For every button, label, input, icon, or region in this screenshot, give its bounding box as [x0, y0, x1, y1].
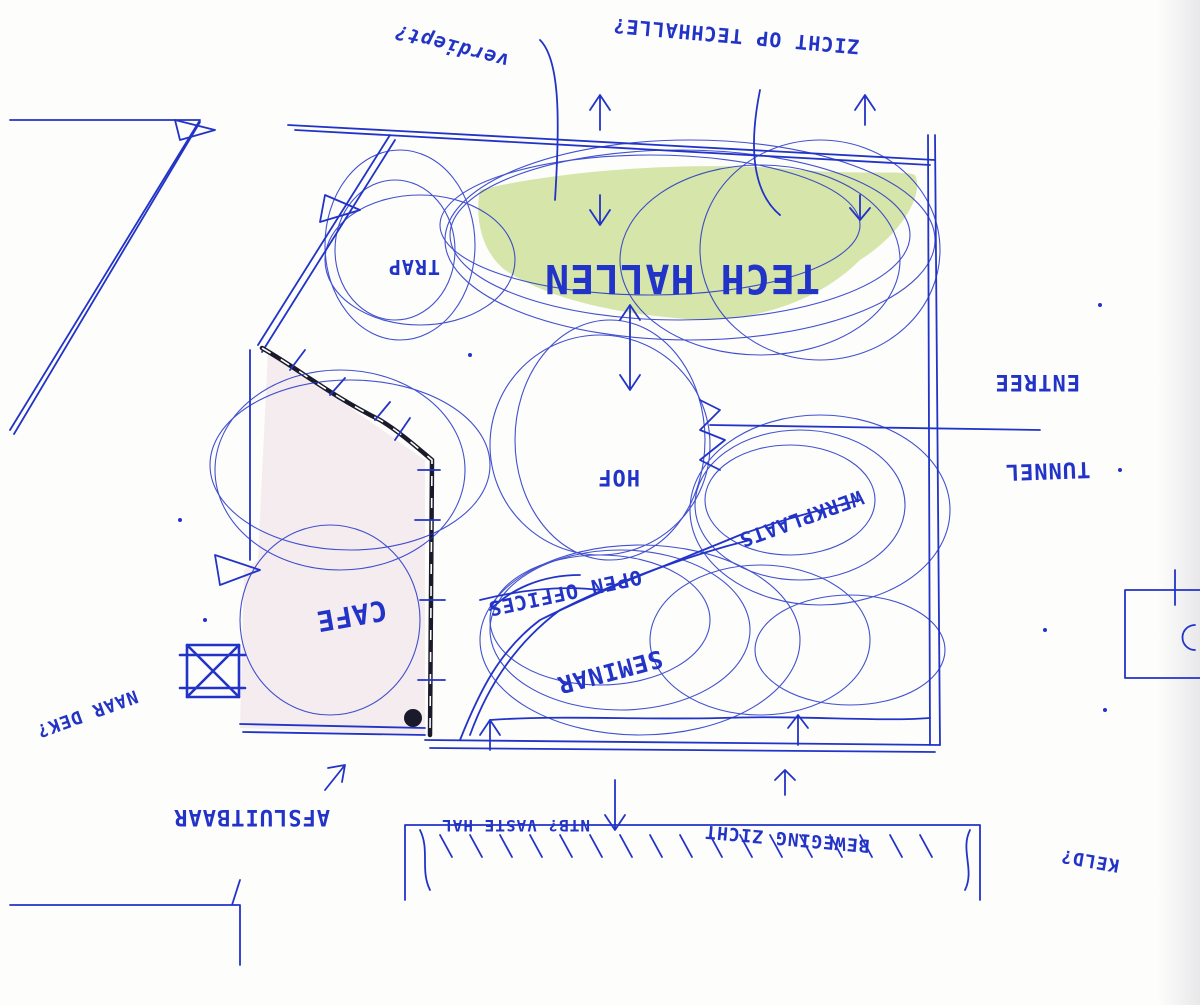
label-naar-dek: NAAR DEK? — [33, 685, 140, 741]
label-afsluitbaar: AFSLUITBAAR — [173, 804, 330, 829]
label-tech-hallen: TECH HALLEN — [544, 255, 820, 301]
label-entree: ENTREE — [995, 369, 1080, 394]
label-kelder: KELD? — [1059, 845, 1121, 876]
label-zicht-op-techhalle: ZICHT OP TECHHALLE? — [612, 13, 861, 59]
cafe-zone-fill — [240, 350, 425, 735]
label-ntb-vaste-hal: NTB? VASTE HAL — [441, 816, 590, 835]
label-seminar: SEMINAR — [554, 644, 666, 699]
column-symbol — [180, 645, 245, 697]
label-trap: TRAP — [388, 255, 440, 279]
label-tunnel: TUNNEL — [1004, 456, 1090, 484]
label-hof: HOF — [597, 464, 640, 489]
adjacent-building-right — [1125, 570, 1200, 678]
label-werkplaats: WERKPLAATS — [736, 485, 867, 552]
site-line-bottom-left — [10, 880, 240, 965]
site-line-left — [10, 120, 200, 434]
sketch-labels: TECH HALLEN CAFE HOF WERKPLAATS OPEN OFF… — [33, 13, 1121, 875]
bottom-hatched-wall — [405, 825, 980, 900]
label-verdiept: verdiept? — [392, 20, 512, 74]
label-open-offices: OPEN OFFICES — [486, 565, 644, 621]
